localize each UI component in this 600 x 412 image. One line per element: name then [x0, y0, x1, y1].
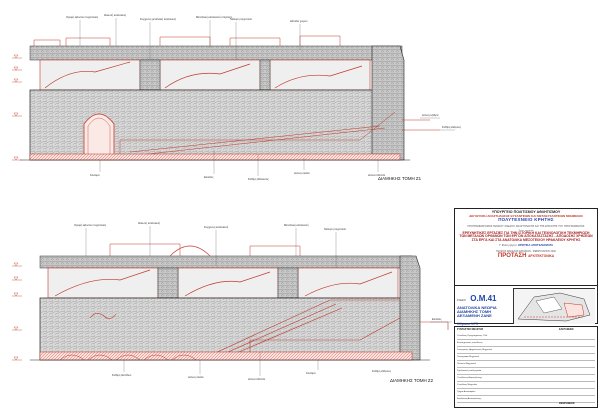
top-leaders: [79, 18, 455, 176]
ministry-name: ΥΠΟΥΡΓΕΙΟ ΠΟΛΙΤΙΣΜΟΥ ΑΘΛΗΤΙΣΜΟΥ: [491, 210, 561, 214]
phase-name: ΟΡΙΣΤΙΚΑ ΑΠΟΤΕΛΕΣΜΑΤΑ: [517, 243, 554, 247]
drawing-desc-3: ΔΕΞΑΜΕΝΗ ΖΑΝΕ: [457, 313, 492, 319]
ann-top-11: Ξύλινη εξέδρα: [422, 113, 439, 117]
proposal-sub: ΑΡΧΙΤΕΚΤΟΝΙΚΑ: [528, 253, 555, 258]
ann-bot-4: Νεότερη τοιχοποιία: [324, 227, 346, 231]
credits-row: Πολιτικοί Μηχανικοί: [457, 361, 595, 368]
credits-footer-right: ΘΕΩΡΗΘΗΚΕ: [559, 402, 575, 405]
ann-bot-8: Κονίαμα: [306, 371, 316, 375]
credits-header-left: ΣΥΝΤΑΚΤΕΣ ΜΕΛΕΤΗΣ: [457, 328, 484, 331]
bottom-stone-mass: [39, 297, 413, 361]
credits-row: Συνεργάτες: Αρχιτέκτονες Μηχανικοί: [457, 347, 595, 354]
bottom-stair: [199, 299, 401, 361]
drawing-number-block: ΣΧΕΔΙΟ O.M.41 ΑΝΑΤΟΛΙΚΑ ΝΕΩΡΙΑ ΔΙΑΜΗΚΗΣ …: [457, 288, 511, 319]
proposal-heading: ΠΡΟΤΑΣΗ ΑΡΧΙΤΕΚΤΟΝΙΚΑ: [455, 253, 597, 259]
ann-bot-2: Σύγχρονη κατασκευή: [204, 225, 229, 229]
drawing-desc-1: ΑΝΑΤΟΛΙΚΑ ΝΕΩΡΙΑ: [457, 305, 497, 310]
credits-row: Τμήμα Ανασκαφών: [457, 389, 595, 396]
ann-bot-0: Οροφή κιβωτίου τοιχοποιίας: [74, 223, 107, 227]
credits-table: ΣΥΝΤΑΚΤΕΣ ΜΕΛΕΤΗΣ ΕΛΕΓΧΘΗΚΕ Υπεύθυνη Προ…: [454, 326, 598, 408]
top-stair: [119, 111, 396, 160]
ann-bot-5: Στάθμη δαπέδου: [112, 373, 132, 377]
ephorate-name: ΔΙΕΥΘΥΝΣΗ ΑΝΑΣΤΗΛΩΣΗΣ ΒΥΖΑΝΤΙΝΩΝ ΚΑΙ ΜΕΤ…: [469, 213, 583, 218]
ann-bot-10: Στάθμη εδάφους: [372, 369, 392, 373]
ann-top-7: Είσοδος: [204, 175, 214, 179]
credits-row: Σχεδιαστική επεξεργασία: [457, 368, 595, 375]
top-annotations: Οροφή κιβωτίου τοιχοποιίας Θολωτή κατασκ…: [66, 13, 462, 181]
ann-top-1: Θολωτή κατασκευή: [104, 13, 127, 17]
project-label: Τίτλος εργασίας: [518, 229, 534, 232]
ann-top-9: Ξύλινη σκάλα: [294, 171, 310, 175]
deliverable-note: ΤΕΛΙΚΟΣ ΦΑΚΕΛΟΣ ΕΡΓΑΣΙΩΝ - ΦΕΒΡΟΥΑΡΙΟΣ 2…: [496, 249, 556, 253]
drawing-desc-2: ΔΙΑΜΗΚΗΣ ΤΟΜΗ: [457, 309, 492, 315]
phase-prefix: Γ' Φάση έργου:: [498, 243, 518, 247]
university-name: ΠΟΛΥΤΕΧΝΕΙΟ ΚΡΗΤΗΣ: [498, 216, 554, 222]
phase-line: Γ' Φάση έργου: ΟΡΙΣΤΙΚΑ ΑΠΟΤΕΛΕΣΜΑΤΑ: [455, 244, 597, 247]
programme-text: ΠΡΟΓΡΑΜΜΑΤΙΣΜΟΣ ΓΕΝΙΚΟΥ ΣΧΕΔΙΟΥ ΑΝΑΣΤΗΛΩ…: [467, 224, 585, 228]
ann-top-4: Νεότερη τοιχοποιία: [230, 17, 252, 21]
section-title-z1: ΔΙΑΜΗΚΗΣ ΤΟΜΗ Z1: [378, 176, 422, 181]
ann-top-12: Στάθμη εδάφους: [442, 125, 462, 129]
top-room-row: [39, 59, 371, 91]
ann-bot-1: Θολωτή κατασκευή: [138, 221, 161, 225]
ann-bot-6: Ξύλινη σκάλα: [188, 375, 204, 379]
top-arch: [83, 113, 115, 161]
proposal-word: ΠΡΟΤΑΣΗ: [497, 252, 527, 259]
project-title: ΕΡΕΥΝΗΤΙΚΕΣ ΕΡΓΑΣΙΕΣ ΓΙΑ ΤΗΝ ΙΣΤΟΡΙΚΗ ΚΑ…: [459, 230, 593, 242]
section-title-z2: ΔΙΑΜΗΚΗΣ ΤΟΜΗ Z2: [390, 378, 434, 383]
credits-row: Υπεύθυνος Αναστήλωσης: [457, 375, 595, 382]
ann-top-5: Δάπεδο χώρου: [290, 19, 308, 23]
bottom-annotations: Οροφή κιβωτίου τοιχοποιίας Θολωτή κατασκ…: [74, 221, 442, 381]
ann-bot-3: Μεταλλική κατασκευή: [284, 223, 309, 227]
ann-top-8: Στάθμη θάλασσας: [248, 177, 269, 181]
bottom-room-row: [47, 267, 399, 299]
credits-row: Διεύθυνση Αναστήλωσης: [457, 396, 595, 403]
credits-row: Επιστημονικός υπεύθυνος: [457, 340, 595, 347]
drawing-info: ΣΧΕΔΙΟ O.M.41 ΑΝΑΤΟΛΙΚΑ ΝΕΩΡΙΑ ΔΙΑΜΗΚΗΣ …: [455, 285, 597, 326]
title-block-header: ΥΠΟΥΡΓΕΙΟ ΠΟΛΙΤΙΣΜΟΥ ΑΘΛΗΤΙΣΜΟΥ ΔΙΕΥΘΥΝΣ…: [455, 209, 597, 223]
ann-top-2: Σύγχρονη μεταλλική κατασκευή: [140, 17, 177, 21]
drawing-number: O.M.41: [470, 294, 497, 303]
drawing-label: ΣΧΕΔΙΟ: [457, 299, 466, 302]
ann-top-3: Μεταλλική κατασκευή στέγασης: [196, 15, 233, 19]
ann-top-6: Κονίαμα: [90, 173, 100, 177]
title-block: ΥΠΟΥΡΓΕΙΟ ΠΟΛΙΤΙΣΜΟΥ ΑΘΛΗΤΙΣΜΟΥ ΔΙΕΥΘΥΝΣ…: [454, 208, 598, 326]
ann-top-10: Ξύλινο δάπεδο: [368, 173, 386, 177]
section-z2: [12, 226, 452, 376]
key-plan-icon: [514, 289, 595, 324]
ann-top-0: Οροφή κιβωτίου τοιχοποιίας: [66, 15, 99, 19]
ann-bot-9: Είσοδος: [432, 317, 442, 321]
credits-row: Τοπογράφοι Μηχανικοί: [457, 354, 595, 361]
ann-bot-7: Ξύλινο δάπεδο: [248, 377, 266, 381]
scale-label: Κλίμακα 1/75: [457, 322, 478, 326]
key-plan: [513, 288, 595, 324]
credits-header-right: ΕΛΕΓΧΘΗΚΕ: [559, 328, 574, 331]
credits-row: Υπεύθυνη Προγράμματος: Π.Α.: [457, 333, 595, 340]
bottom-leaders: [85, 226, 452, 376]
credits-row: Υπεύθυνη Μνημείων: [457, 382, 595, 389]
section-z1: [12, 18, 455, 176]
